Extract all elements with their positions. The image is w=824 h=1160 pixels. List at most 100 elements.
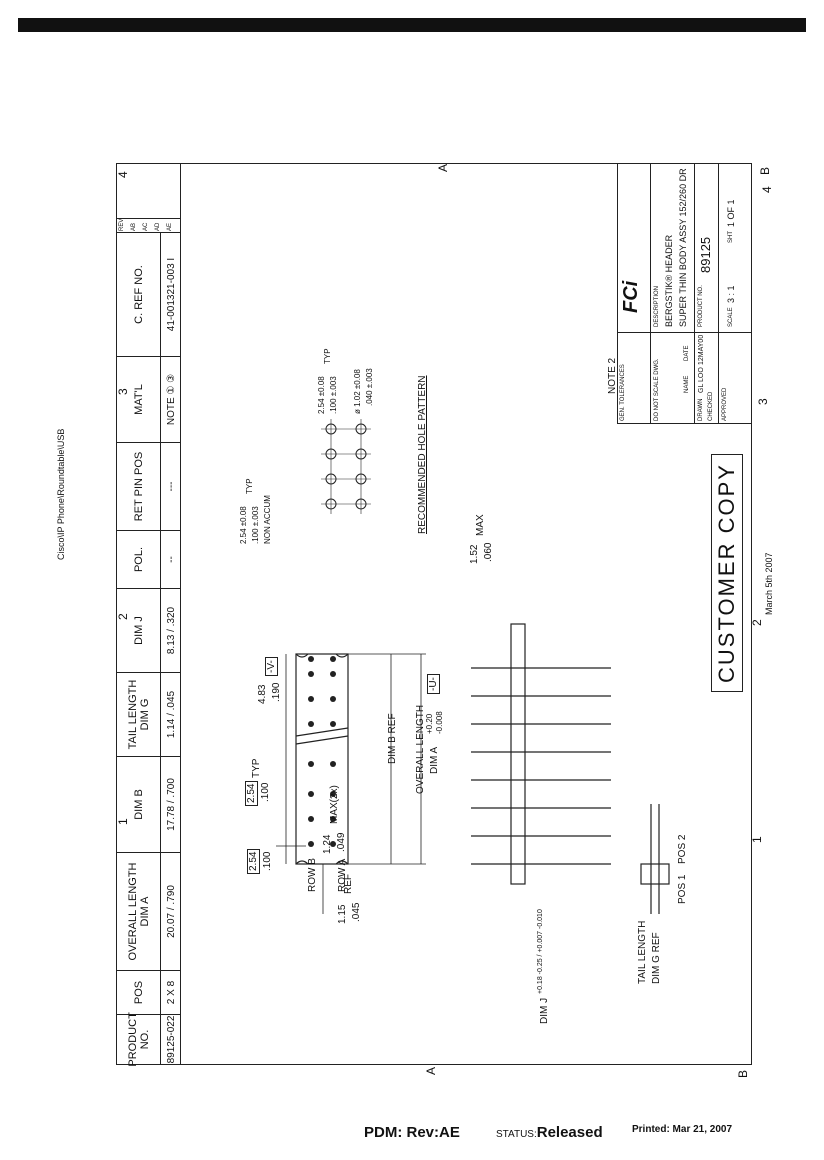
table-cell: --- bbox=[165, 481, 177, 492]
ref-045-label: .045 bbox=[351, 902, 362, 922]
margin-mark-1b: 1 bbox=[750, 836, 764, 843]
dim-b-ref-label: DIM B REF bbox=[387, 713, 398, 764]
u-datum-text: -U- bbox=[427, 674, 440, 694]
hole-typ-254-label: 2.54 ±0.08 bbox=[239, 506, 248, 544]
table-col-dim-a: OVERALL LENGTH DIM A 20.07 / .790 bbox=[117, 852, 181, 970]
table-cell: -- bbox=[165, 556, 177, 563]
table-header: C. REF NO. bbox=[117, 233, 161, 356]
pitch-100-label: .100 bbox=[262, 851, 273, 871]
pitch-254-label: 2.54 bbox=[247, 848, 260, 874]
pitch-254-value: 2.54 bbox=[247, 848, 260, 874]
max-049-label: .049 bbox=[336, 832, 347, 852]
hole-typ2-text: TYP bbox=[323, 348, 332, 364]
table-cell: NOTE ① ③ bbox=[165, 373, 177, 426]
hole-typ2-100-label: .100 ±.003 bbox=[329, 376, 338, 414]
date-header: DATE bbox=[684, 345, 690, 361]
typ-254-label: 2.54 bbox=[245, 780, 258, 806]
drawing-sheet: PRODUCT NO. 89125-022 POS 2 X 8 OVERALL … bbox=[117, 164, 751, 1067]
max-124-label: 1.24 bbox=[322, 834, 333, 854]
top-black-bar bbox=[18, 18, 806, 32]
title-block-divider bbox=[618, 332, 751, 333]
table-cell: 17.78 / .700 bbox=[165, 778, 177, 831]
margin-mark-3b: 3 bbox=[756, 398, 770, 405]
table-col-dim-g: TAIL LENGTH DIM G 1.14 / .045 bbox=[117, 672, 181, 756]
checked-label: CHECKED bbox=[708, 391, 714, 421]
v-datum-box: -V- bbox=[265, 657, 278, 676]
connector-side-view bbox=[471, 623, 670, 914]
margin-mark-b-top: B bbox=[758, 166, 772, 175]
w-190-label: .190 bbox=[271, 682, 282, 702]
gen-tolerances-label: GEN. TOLERANCES bbox=[620, 364, 626, 421]
table-cell: 1.14 / .045 bbox=[165, 690, 177, 739]
table-col-pol: POL. -- bbox=[117, 530, 181, 588]
sheet-label: SHT bbox=[728, 231, 734, 243]
typ-text: TYP bbox=[251, 758, 262, 778]
scale-value: 3 : 1 bbox=[726, 285, 736, 303]
max-text: MAX bbox=[475, 514, 486, 536]
table-col-product-no: PRODUCT NO. 89125-022 bbox=[117, 1012, 181, 1067]
footer-status: STATUS:Released bbox=[496, 1124, 603, 1141]
table-col-c-ref: C. REF NO. 41-001321-003 I bbox=[117, 232, 181, 356]
table-col-dim-b: DIM B 17.78 / .700 bbox=[117, 756, 181, 852]
revision-label: AD bbox=[155, 222, 161, 231]
hole-typ2-254-label: 2.54 ±0.08 bbox=[317, 376, 326, 414]
footer-printed: Printed: Mar 21, 2007 bbox=[632, 1124, 733, 1135]
product-no-value: 89125 bbox=[698, 236, 713, 273]
revision-label: REV bbox=[119, 218, 125, 231]
sheet-value: 1 OF 1 bbox=[726, 199, 736, 227]
revision-label: AE bbox=[167, 222, 173, 231]
dim-j-label: DIM J bbox=[539, 997, 550, 1024]
u-datum-box: -U- bbox=[427, 674, 440, 694]
hole-dia-102-label: ø 1.02 ±0.08 bbox=[353, 369, 362, 414]
footer-pdm: PDM: Rev:AE bbox=[364, 1124, 460, 1141]
dim-a-tol-minus: -0.008 bbox=[435, 711, 444, 734]
tail-length-label: TAIL LENGTH bbox=[637, 920, 648, 984]
product-no-label: PRODUCT NO. bbox=[698, 285, 704, 327]
drawn-name: GL LOO bbox=[698, 367, 705, 393]
revision-column: REV AB AC AD AE bbox=[117, 218, 181, 232]
max-2x-text: MAX(2x) bbox=[329, 785, 340, 824]
hole-pattern-graphic bbox=[321, 419, 371, 514]
footer-status-value: Released bbox=[536, 1124, 603, 1141]
dim-a-label: DIM A bbox=[429, 746, 440, 774]
dim-g-ref-label: DIM G REF bbox=[651, 932, 662, 984]
typ-100-label: .100 bbox=[260, 782, 271, 802]
table-col-matl: MAT'L NOTE ① ③ bbox=[117, 356, 181, 442]
ref-115-label: 1.15 bbox=[337, 904, 348, 924]
pin-dots bbox=[308, 656, 336, 847]
table-cell: 41-001321-003 I bbox=[165, 257, 177, 332]
table-header: POS bbox=[117, 971, 161, 1014]
revision-label: AC bbox=[143, 222, 149, 231]
drawn-label: DRAWN bbox=[698, 398, 704, 421]
file-path-label: Cisco\IP Phone\Roundtable\USB bbox=[56, 428, 66, 560]
table-header: DIM J bbox=[117, 589, 161, 672]
table-cell: 2 X 8 bbox=[165, 980, 177, 1005]
typ-254-value: 2.54 bbox=[245, 780, 258, 806]
title-block-divider bbox=[694, 164, 695, 423]
table-col-pos: POS 2 X 8 bbox=[117, 970, 181, 1014]
do-not-scale-label: DO NOT SCALE DWG. bbox=[654, 358, 660, 421]
table-header: DIM B bbox=[117, 757, 161, 852]
hole-dia-040-label: .040 ±.003 bbox=[365, 368, 374, 406]
table-cell: 20.07 / .790 bbox=[165, 885, 177, 938]
table-header: POL. bbox=[117, 531, 161, 588]
table-col-dim-j: DIM J 8.13 / .320 bbox=[117, 588, 181, 672]
scale-label: SCALE bbox=[728, 307, 734, 327]
fci-logo: FCi bbox=[620, 280, 642, 313]
table-header: PRODUCT NO. bbox=[117, 1012, 161, 1067]
table-cell: 89125-022 bbox=[165, 1015, 177, 1064]
drawing-frame: PRODUCT NO. 89125-022 POS 2 X 8 OVERALL … bbox=[116, 163, 752, 1067]
hole-non-accum-label: NON ACCUM bbox=[263, 495, 272, 544]
table-col-ret-pin: RET PIN POS --- bbox=[117, 442, 181, 530]
drawn-date: 12MAY00 bbox=[698, 334, 705, 365]
pos-2-label: POS 2 bbox=[677, 834, 688, 864]
v-datum-text: -V- bbox=[265, 657, 278, 676]
approved-label: APPROVED bbox=[722, 387, 728, 421]
recommended-hole-pattern-title: RECOMMENDED HOLE PATTERN bbox=[417, 375, 428, 534]
w-483-label: 4.83 bbox=[257, 684, 268, 704]
title-block: GEN. TOLERANCES DO NOT SCALE DWG. DRAWN … bbox=[617, 164, 751, 424]
row-b-label: ROW B bbox=[307, 858, 318, 892]
footer-status-label: STATUS: bbox=[496, 1129, 537, 1140]
table-header: MAT'L bbox=[117, 357, 161, 442]
name-header: NAME bbox=[684, 375, 690, 393]
